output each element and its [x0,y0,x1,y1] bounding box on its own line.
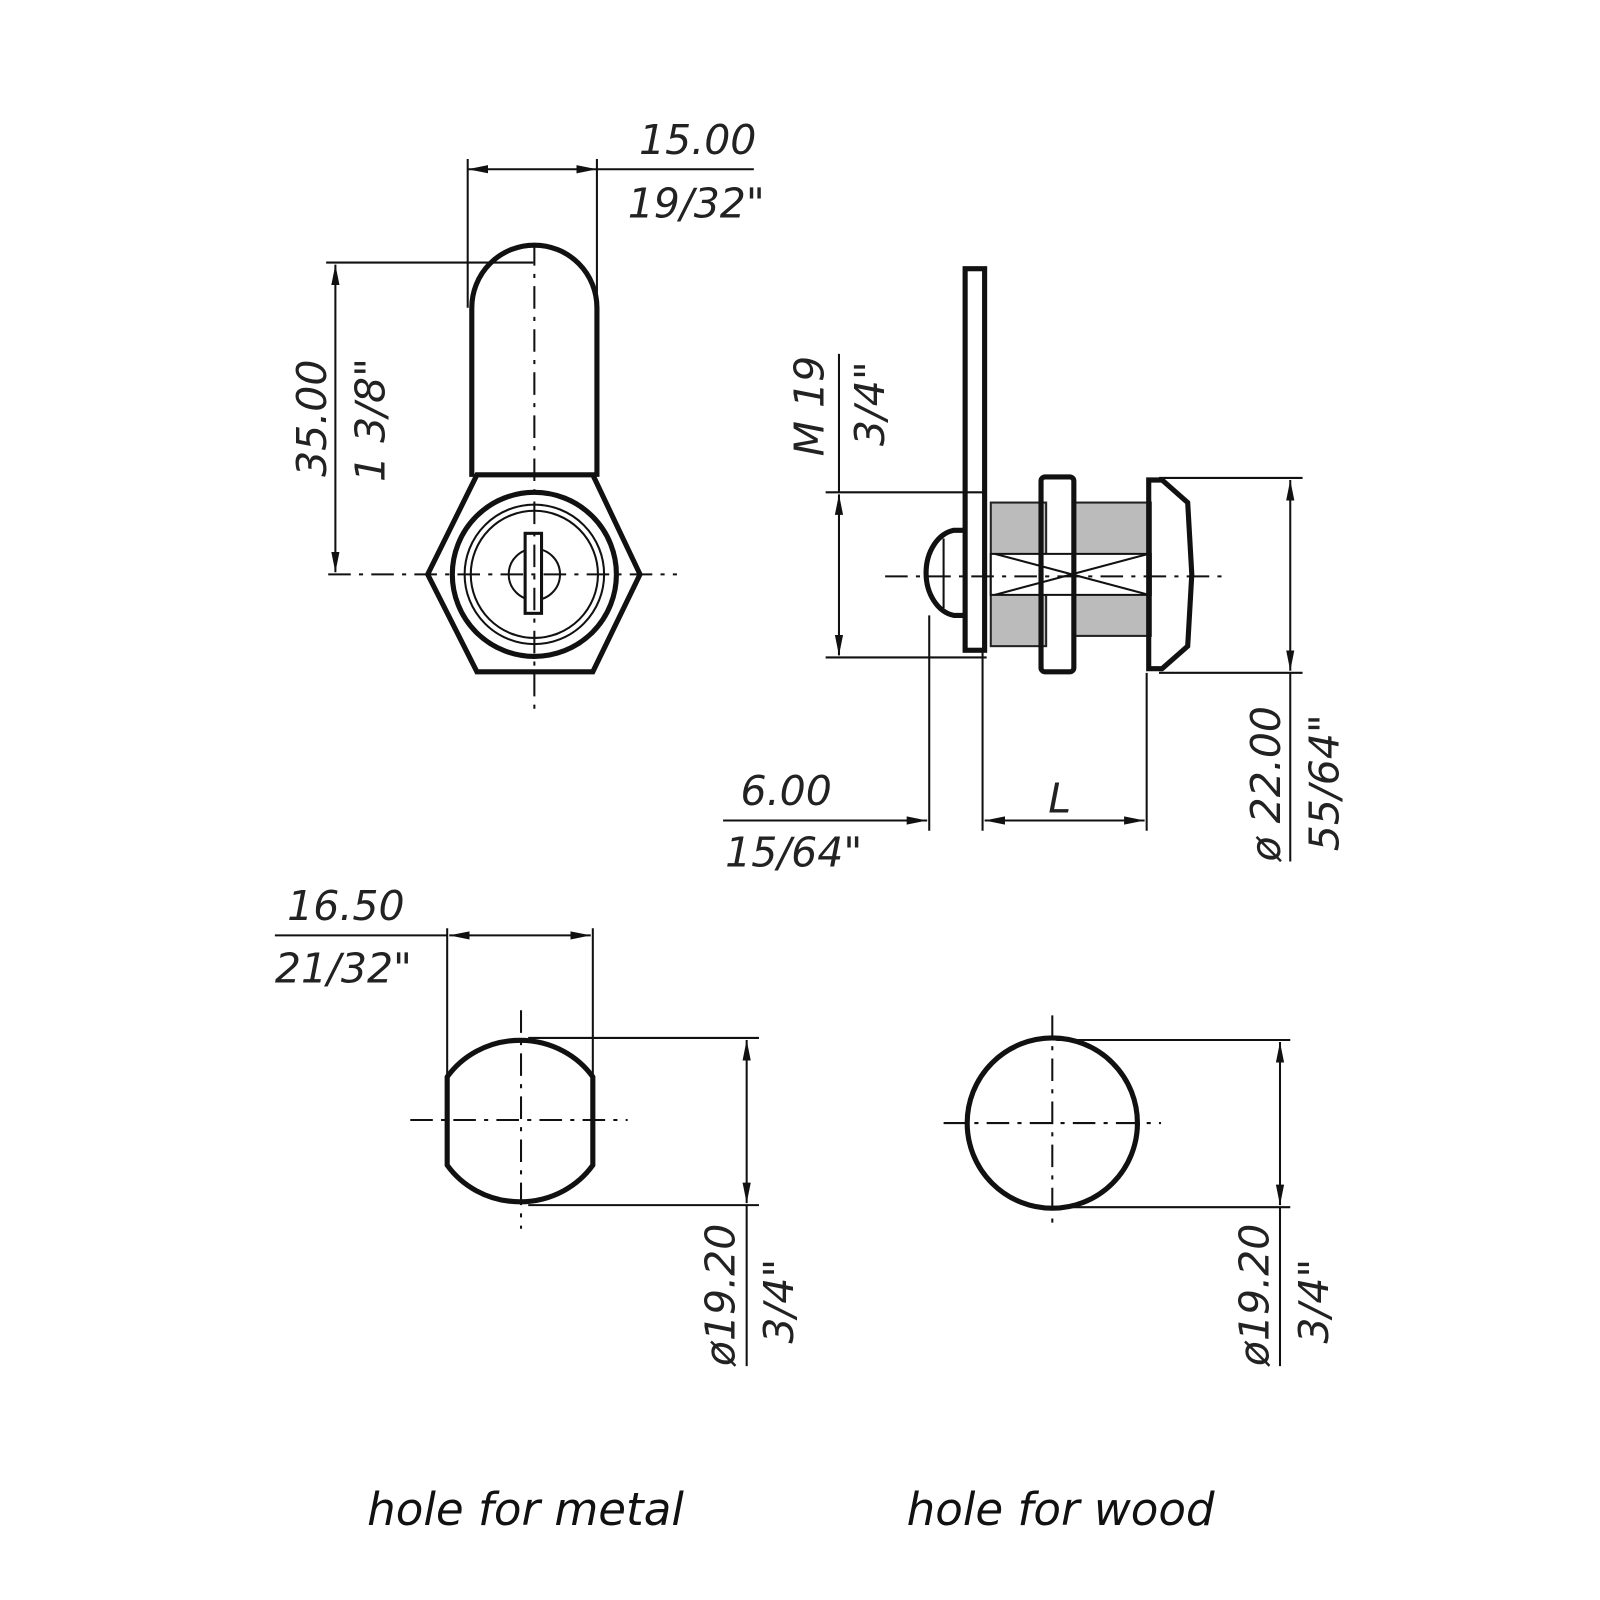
cam-plate [962,266,988,653]
metal-hole-shape [444,1037,596,1205]
metal-hole-view: 16.50 21/32" ø19.20 3/4" hole for metal [274,882,803,1536]
metal-hole-diameter-in: 3/4" [755,1259,803,1344]
panel-thickness-mm: 6.00 [741,767,832,815]
wood-hole-caption: hole for wood [907,1483,1215,1536]
thread-size-in: 3/4" [846,361,894,446]
metal-hole-caption: hole for metal [367,1483,684,1536]
metal-hole-diameter-mm: ø19.20 [696,1224,744,1368]
wood-hole-diameter-mm: ø19.20 [1231,1224,1279,1368]
head-diameter-mm: ø 22.00 [1242,706,1290,863]
front-view: 15.00 19/32" 35.00 1 3/8" [288,116,765,713]
length-label: L [1048,774,1071,822]
panel-thickness-in: 15/64" [725,829,862,877]
metal-hole-width-in: 21/32" [275,945,412,993]
thread-size-mm: M 19 [786,356,834,457]
metal-hole-width-mm: 16.50 [287,882,404,930]
wood-hole-diameter-in: 3/4" [1290,1259,1338,1344]
mounting-nut [1038,474,1077,675]
front-height-mm: 35.00 [288,360,336,477]
wood-hole-view: ø19.20 3/4" hole for wood [907,1015,1338,1536]
lock-head [1146,477,1195,672]
front-height-in: 1 3/8" [347,358,395,482]
front-width-mm: 15.00 [639,116,756,164]
head-diameter-in: 55/64" [1300,714,1348,851]
side-view: M 19 3/4" ø 22.00 55/64" 6.00 15/64" L [723,266,1348,877]
front-width-in: 19/32" [628,179,765,227]
